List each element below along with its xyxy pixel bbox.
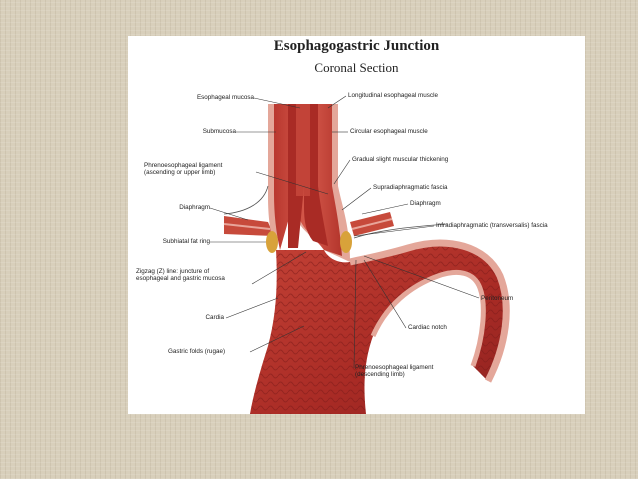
label-diaphragm-right: Diaphragm [410, 200, 441, 207]
label-circular-muscle: Circular esophageal muscle [350, 128, 428, 135]
label-gastric-folds: Gastric folds (rugae) [168, 348, 226, 355]
label-submucosa: Submucosa [202, 128, 236, 135]
label-gradual-thickening: Gradual slight muscular thickening [352, 156, 449, 163]
label-longitudinal-muscle: Longitudinal esophageal muscle [348, 92, 438, 99]
label-supradiaphragmatic-fascia: Supradiaphragmatic fascia [373, 184, 448, 191]
label-phrenoesophageal-descending-line1: Phrenoesophageal ligament [355, 364, 434, 371]
label-infradiaphragmatic-fascia: Infradiaphragmatic (transversalis) fasci… [436, 222, 548, 229]
label-cardiac-notch: Cardiac notch [408, 324, 447, 331]
label-phrenoesophageal-upper: Phrenoesophageal ligament (ascending or … [144, 162, 222, 177]
esophagus-lumen-highlight [296, 104, 310, 196]
label-z-line-line1: Zigzag (Z) line: juncture of [136, 268, 210, 275]
label-phrenoesophageal-upper-line2: (ascending or upper limb) [144, 169, 216, 177]
fundus-inner-wall [370, 270, 486, 367]
supradiaphragmatic-fascia-left [223, 185, 269, 215]
label-diaphragm-left: Diaphragm [179, 204, 210, 211]
label-peritoneum: Peritoneum [481, 295, 514, 302]
label-subhiatal-fat-ring: Subhiatal fat ring [162, 238, 210, 245]
label-cardia: Cardia [205, 314, 224, 321]
label-z-line: Zigzag (Z) line: juncture of esophageal … [136, 268, 225, 283]
slide-panel: Esophagogastric Junction Coronal Section… [128, 36, 585, 414]
infradiaphragmatic-fascia-right [353, 223, 449, 239]
label-phrenoesophageal-upper-line1: Phrenoesophageal ligament [144, 162, 223, 169]
stomach-outer-wall [349, 239, 510, 383]
label-phrenoesophageal-descending: Phrenoesophageal ligament (descending li… [355, 364, 433, 379]
anatomy-illustration [209, 95, 510, 414]
leader-lines [209, 95, 480, 369]
diaphragm-left-muscle-stripe [223, 223, 271, 230]
subhiatal-fat-left [266, 231, 278, 253]
slide-subtitle: Coronal Section [314, 60, 399, 75]
label-esophageal-mucosa: Esophageal mucosa [196, 94, 254, 101]
diaphragm-right-muscle-stripe [351, 218, 393, 230]
stomach-rugae [250, 243, 507, 414]
label-z-line-line2: esophageal and gastric mucosa [136, 275, 225, 283]
subhiatal-fat-right [340, 231, 352, 253]
slide-title: Esophagogastric Junction [273, 38, 440, 54]
label-phrenoesophageal-descending-line2: (descending limb) [355, 371, 405, 379]
